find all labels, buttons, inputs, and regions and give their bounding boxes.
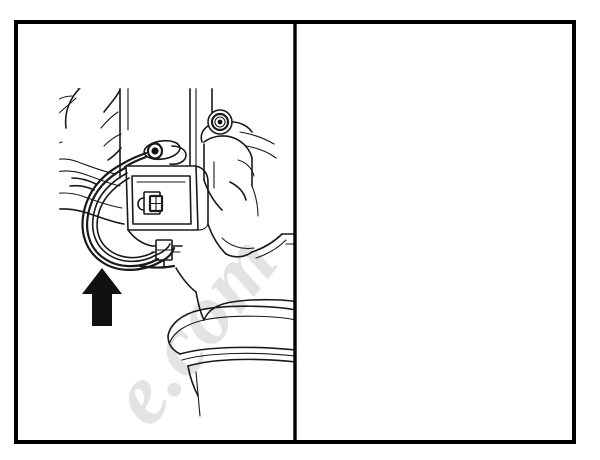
rim-flange xyxy=(168,300,296,416)
panel-frame xyxy=(14,20,576,444)
side-bracket xyxy=(204,132,276,216)
up-arrow xyxy=(82,268,122,326)
bracket-box xyxy=(126,166,208,230)
bolt-head xyxy=(201,110,252,142)
hose-bundle xyxy=(70,163,174,270)
cable-connector xyxy=(124,139,186,167)
